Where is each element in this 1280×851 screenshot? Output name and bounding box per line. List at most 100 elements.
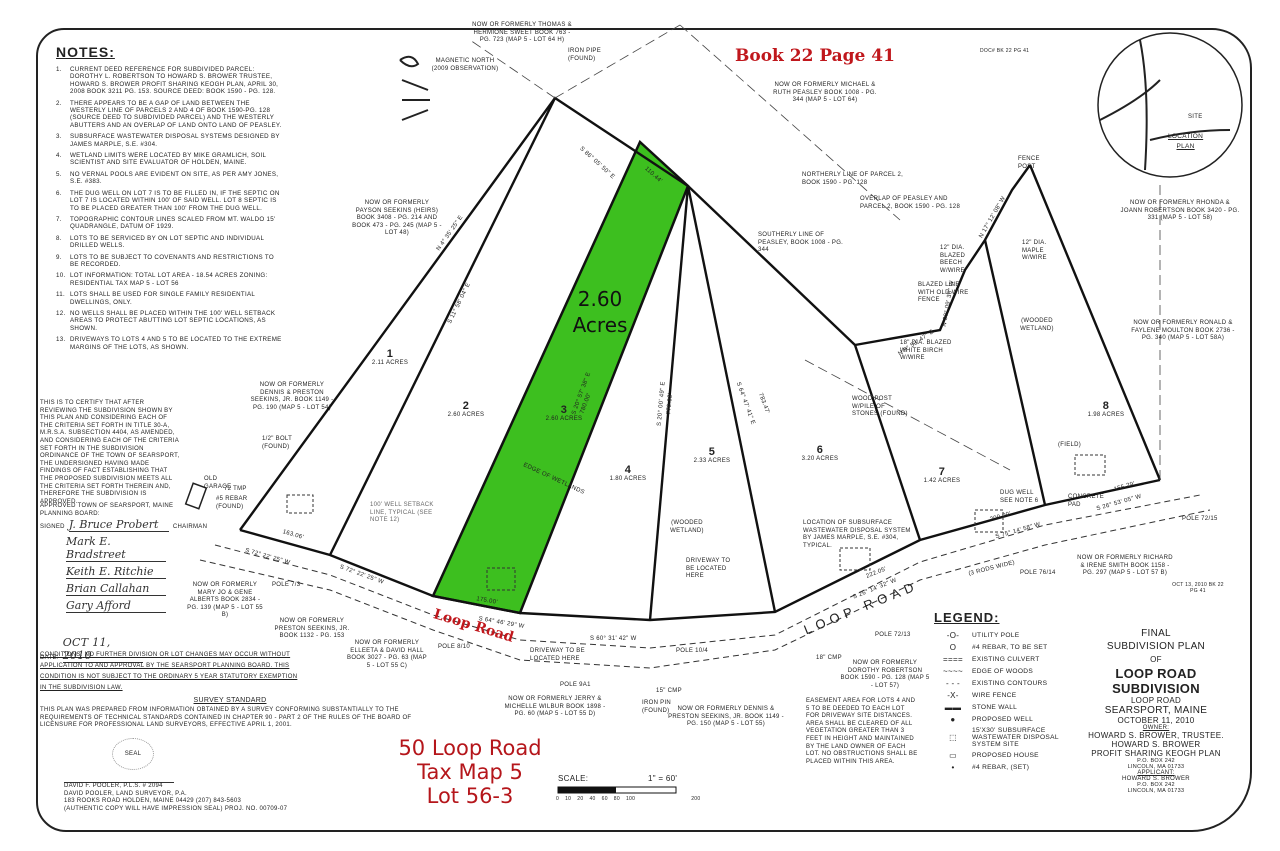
note-item: 12.NO WELLS SHALL BE PLACED WITHIN THE 1… (56, 309, 276, 332)
surveyor-signature (64, 770, 174, 783)
applicant-box: P.O. BOX 242 (1137, 782, 1175, 788)
applicant-line: HOWARD S. BROWER (1122, 776, 1190, 782)
pole-label: POLE 8/10 (438, 644, 471, 650)
notes-list: 1.CURRENT DEED REFERENCE FOR SUBDIVIDED … (56, 66, 284, 351)
abutter-hall: NOW OR FORMERLY ELLEETA & DAVID HALL BOO… (347, 640, 427, 669)
abutter-smith: NOW OR FORMERLY RICHARD & IRENE SMITH BO… (1077, 555, 1173, 577)
abutter-alberts: NOW OR FORMERLY MARY JO & GENE ALBERTS B… (187, 582, 263, 619)
pole-label: 72 TMP (224, 486, 247, 492)
note-item: 13.DRIVEWAYS TO LOTS 4 AND 5 TO BE LOCAT… (56, 336, 282, 351)
bolt-label: 1/2" BOLT (FOUND) (262, 436, 292, 450)
condition-line: CONDITION IS NOT SUBJECT TO THE ORDINARY… (40, 674, 298, 680)
septic-site-icon: ⬚ (949, 733, 957, 742)
iron-pipe-label: IRON PIPE (FOUND) (568, 48, 602, 62)
date-row: DATE: Oct 11, 2010 (40, 636, 143, 663)
owner-line: PROFIT SHARING KEOGH PLAN (1091, 749, 1221, 758)
signature: Gary Afford (66, 599, 166, 613)
title-block: FINAL SUBDIVISION PLAN OF LOOP ROAD SUBD… (1076, 628, 1236, 794)
acres-value: 2.60 (577, 287, 623, 311)
surveyor-line: (AUTHENTIC COPY WILL HAVE IMPRESSION SEA… (64, 805, 288, 812)
cmp15-label: 15" CMP (656, 688, 682, 694)
title-town: SEARSPORT, MAINE (1104, 705, 1208, 716)
legend-item: ~~~~EDGE OF WOODS (934, 667, 1074, 676)
signature: Brian Callahan (66, 582, 166, 596)
owner-city: LINCOLN, MA 01733 (1127, 764, 1185, 770)
abutter-wilbur: NOW OR FORMERLY JERRY & MICHELLE WILBUR … (504, 696, 606, 718)
pole-label: POLE 76/14 (1020, 570, 1056, 576)
highlight-acres: 2.60 Acres (560, 286, 640, 338)
address-overlay: 50 Loop Road Tax Map 5 Lot 56-3 (360, 736, 580, 808)
wood-post-label: WOOD POST W/PILE OF STONES (FOUND) (852, 396, 908, 418)
magnetic-north-label: MAGNETIC NORTH (2009 OBSERVATION) (431, 58, 499, 72)
pole-label: POLE 72/13 (875, 632, 911, 638)
note-item: 3.SUBSURFACE WASTEWATER DISPOSAL SYSTEMS… (56, 133, 280, 148)
wooded-wetland-label: (WOODED WETLAND) (1020, 318, 1054, 332)
approval-heading: APPROVED TOWN OF SEARSPORT, MAINE PLANNI… (40, 503, 174, 517)
abutter-moulton: NOW OR FORMERLY RONALD & FAYLENE MOULTON… (1131, 320, 1235, 342)
septic-location-label: LOCATION OF SUBSURFACE WASTEWATER DISPOS… (803, 520, 911, 549)
rebar-set-icon: • (951, 763, 955, 772)
utility-pole-icon: -o- (946, 631, 960, 640)
field-label: (FIELD) (1058, 442, 1082, 448)
plan-border (36, 28, 1252, 832)
abutter-seekins-55: NOW OR FORMERLY DENNIS & PRESTON SEEKINS… (668, 706, 784, 728)
title-date: OCTOBER 11, 2010 (1117, 716, 1195, 725)
easement-label: EASEMENT AREA FOR LOTS 4 AND 5 TO BE DEE… (806, 698, 918, 765)
stone-wall-icon: ▬▬ (944, 703, 962, 712)
cmp18-label: 18" CMP (816, 655, 842, 661)
recording-stamp: OCT 13, 2010 BK 22 PG 41 (1172, 582, 1224, 594)
condition-line: NO FURTHER DIVISION OR LOT CHANGES MAY O… (84, 652, 291, 658)
survey-standard-text: THIS PLAN WAS PREPARED FROM INFORMATION … (40, 707, 412, 729)
old-garage-label: OLD GARAGE (204, 476, 232, 490)
notes-title: NOTES: (56, 44, 115, 60)
title-final: FINAL (1141, 628, 1171, 639)
condition-line: APPLICATION TO AND APPROVAL BY THE SEARS… (40, 663, 290, 669)
legend-item: -x-WIRE FENCE (934, 691, 1074, 700)
condition-line: IN THE SUBDIVISION LAW. (40, 685, 123, 691)
proposed-house-icon: ▭ (949, 751, 957, 760)
blazed-beech-label: 12" DIA. BLAZED BEECH W/WIRE (940, 245, 966, 274)
abutter-seekins-dp: NOW OR FORMERLY DENNIS & PRESTON SEEKINS… (250, 382, 334, 411)
note-item: 7.TOPOGRAPHIC CONTOUR LINES SCALED FROM … (56, 215, 276, 231)
well-setback-label: 100' WELL SETBACK LINE, TYPICAL (SEE NOT… (370, 502, 434, 524)
legend-title: LEGEND: (934, 610, 1000, 625)
notes-panel: NOTES: 1.CURRENT DEED REFERENCE FOR SUBD… (56, 44, 284, 355)
fence-post-label: FENCE POST (1018, 156, 1040, 170)
applicant-label: APPLICANT: (1137, 770, 1175, 776)
note-item: 4.WETLAND LIMITS WERE LOCATED BY MIKE GR… (56, 152, 267, 167)
abutter-seekins-heirs: NOW OR FORMERLY PAYSON SEEKINS (HEIRS) B… (352, 200, 442, 237)
proposed-well-icon: ● (950, 715, 956, 724)
note-item: 11.LOTS SHALL BE USED FOR SINGLE FAMILY … (56, 291, 255, 306)
survey-standard: SURVEY STANDARD THIS PLAN WAS PREPARED F… (40, 697, 420, 730)
book-page-label: Book 22 Page 41 (735, 46, 895, 66)
date-label: DATE: (40, 655, 59, 662)
acres-unit: Acres (572, 313, 628, 337)
surveyor-line: DAVID F. POOLER, P.L.S. # 2094 (64, 783, 163, 789)
legend-item: ▬▬STONE WALL (934, 703, 1074, 712)
note-item: 1.CURRENT DEED REFERENCE FOR SUBDIVIDED … (56, 66, 279, 96)
address-line: 50 Loop Road (398, 736, 542, 760)
wire-fence-icon: -x- (947, 691, 959, 700)
title-of: OF (1150, 655, 1162, 664)
signature: Mark E. Bradstreet (66, 535, 166, 562)
scale-label: SCALE: (558, 774, 589, 783)
abutter-robertson-rj: NOW OR FORMERLY RHONDA & JOANN ROBERTSON… (1120, 200, 1240, 222)
rebar-label: #5 REBAR (FOUND) (216, 496, 248, 510)
conditions-block: CONDITIONS: NO FURTHER DIVISION OR LOT C… (40, 650, 300, 694)
owner-line: HOWARD S. BROWER, TRUSTEE. (1088, 731, 1224, 740)
signed-label: SIGNED (40, 524, 65, 531)
southerly-line-label: SOUTHERLY LINE OF PEASLEY, BOOK 1008 - P… (758, 232, 844, 254)
location-plan-title: LOCATION PLAN (1168, 133, 1204, 150)
legend-item: ▭PROPOSED HOUSE (934, 751, 1074, 760)
date-value: Oct 11, 2010 (62, 636, 143, 663)
surveyor-line: 183 ROOKS ROAD HOLDEN, MAINE 04429 (207)… (64, 798, 242, 805)
corner-stamp: Doc# BK 22 Pg 41 (980, 48, 1030, 54)
abutter-robertson-d: NOW OR FORMERLY DOROTHY ROBERTSON BOOK 1… (840, 660, 930, 689)
abutter-peasley: NOW OR FORMERLY MICHAEL & RUTH PEASLEY B… (773, 82, 877, 104)
pole-label: POLE 9A1 (560, 682, 591, 688)
